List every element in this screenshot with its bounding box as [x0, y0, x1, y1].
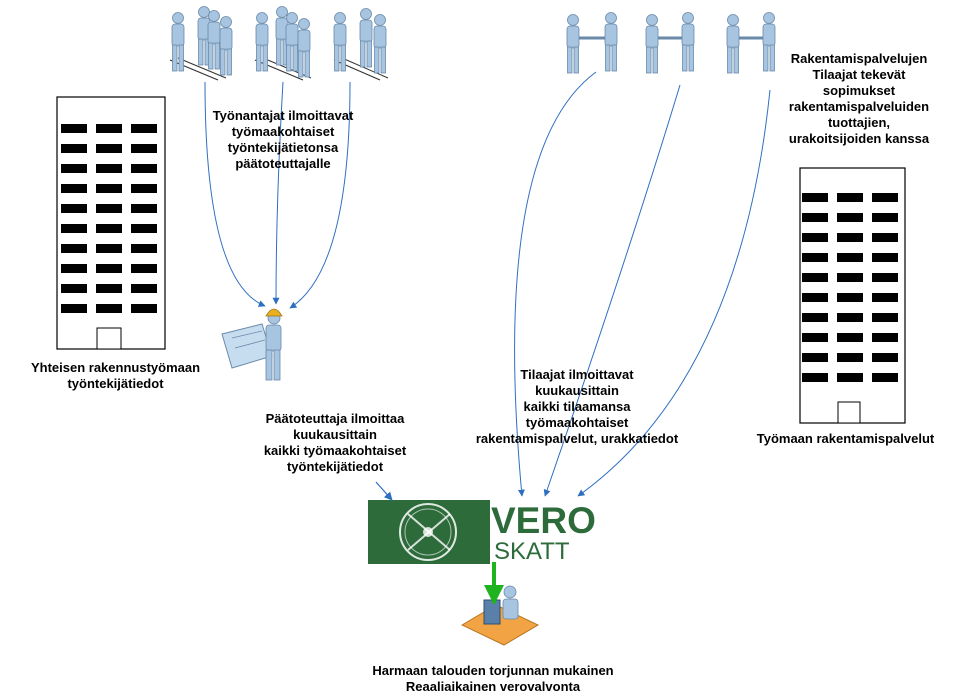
- building-window: [872, 293, 898, 302]
- building-window: [837, 253, 863, 262]
- building-window: [837, 193, 863, 202]
- clients-contract-label: Rakentamispalvelujen Tilaajat tekevät so…: [788, 51, 930, 146]
- building-window: [802, 313, 828, 322]
- vero-skatt-logo: VERO SKATT: [368, 500, 596, 565]
- building-window: [837, 213, 863, 222]
- building-window: [131, 284, 157, 293]
- shared-site-workers-label: Yhteisen rakennustyömaan työntekijätiedo…: [30, 360, 201, 391]
- real-time-control-label: Harmaan talouden torjunnan mukainen Reaa…: [372, 663, 614, 694]
- building-window: [837, 273, 863, 282]
- building-window: [837, 373, 863, 382]
- building-window: [872, 233, 898, 242]
- building-window: [802, 213, 828, 222]
- building-window: [131, 224, 157, 233]
- building-window: [61, 204, 87, 213]
- logo-vero-text: VERO: [491, 500, 596, 541]
- building-window: [872, 313, 898, 322]
- building-window: [872, 273, 898, 282]
- building-window: [802, 333, 828, 342]
- building-window: [802, 353, 828, 362]
- building-window: [131, 164, 157, 173]
- building-window: [802, 193, 828, 202]
- building-window: [61, 184, 87, 193]
- building-window: [96, 224, 122, 233]
- building-window: [802, 373, 828, 382]
- building-window: [96, 184, 122, 193]
- building-window: [61, 124, 87, 133]
- building-window: [96, 144, 122, 153]
- handshake-pair-1-icon: [566, 12, 618, 74]
- building-window: [802, 233, 828, 242]
- clients-report-label: Tilaajat ilmoittavat kuukausittain kaikk…: [475, 367, 679, 446]
- main-contractor-arrow: [375, 481, 393, 501]
- handshake-pair-3-icon: [726, 12, 776, 74]
- building-window: [96, 124, 122, 133]
- building-window: [61, 144, 87, 153]
- building-window: [96, 304, 122, 313]
- tax-officer-icon: [460, 585, 540, 646]
- handshake-pairs-icon: [566, 12, 776, 74]
- building-window: [837, 333, 863, 342]
- building-window: [96, 204, 122, 213]
- employer-groups-icon: [169, 6, 389, 81]
- building-window: [131, 264, 157, 273]
- building-window: [61, 224, 87, 233]
- building-window: [837, 293, 863, 302]
- handshake-pair-2-icon: [645, 12, 695, 74]
- employer-group-1-icon: [169, 6, 233, 81]
- building-window: [872, 213, 898, 222]
- building-window: [96, 244, 122, 253]
- building-window: [131, 204, 157, 213]
- building-window: [872, 353, 898, 362]
- building-window: [872, 193, 898, 202]
- building-window: [61, 164, 87, 173]
- building-window: [802, 253, 828, 262]
- building-window: [802, 273, 828, 282]
- building-window: [872, 373, 898, 382]
- building-window: [872, 333, 898, 342]
- building-window: [837, 353, 863, 362]
- main-contractor-icon: [221, 308, 283, 381]
- employer-group-2-icon: [254, 6, 312, 81]
- building-window: [131, 244, 157, 253]
- building-window: [96, 264, 122, 273]
- building-window: [131, 184, 157, 193]
- building-window: [61, 284, 87, 293]
- building-window: [837, 313, 863, 322]
- building-window: [61, 264, 87, 273]
- building-window: [131, 144, 157, 153]
- building-window: [96, 164, 122, 173]
- building-window: [131, 304, 157, 313]
- client-arrows: [514, 71, 771, 497]
- employer-arrows: [204, 81, 351, 309]
- employer-group-3-icon: [333, 8, 389, 81]
- building-window: [837, 233, 863, 242]
- building-window: [872, 253, 898, 262]
- site-construction-services-label: Työmaan rakentamispalvelut: [756, 431, 935, 446]
- building-window: [61, 244, 87, 253]
- logo-skatt-text: SKATT: [494, 538, 570, 565]
- building-right-icon: [799, 167, 906, 424]
- building-window: [131, 124, 157, 133]
- main-contractor-reports-label: Päätoteuttaja ilmoittaa kuukausittain ka…: [263, 411, 407, 474]
- building-window: [802, 293, 828, 302]
- building-left-icon: [56, 96, 166, 350]
- employers-report-label: Työnantajat ilmoittavat työmaakohtaiset …: [212, 108, 354, 171]
- building-window: [61, 304, 87, 313]
- building-window: [96, 284, 122, 293]
